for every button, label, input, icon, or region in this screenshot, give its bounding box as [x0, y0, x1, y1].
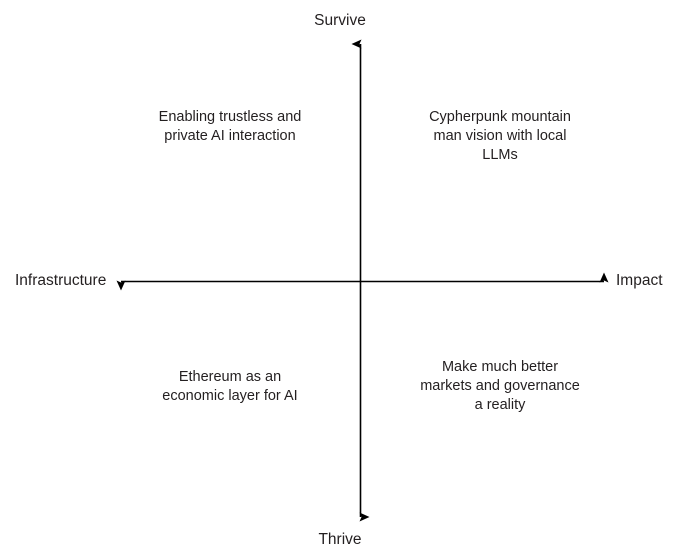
- axis-label-survive: Survive: [314, 12, 366, 29]
- axis-label-impact: Impact: [616, 272, 663, 289]
- axis-label-infrastructure: Infrastructure: [15, 272, 107, 289]
- quadrant-text-top-right: Cypherpunk mountain man vision with loca…: [429, 109, 571, 163]
- quadrant-text-bottom-left: Ethereum as an economic layer for AI: [162, 369, 298, 404]
- quadrant-text-top-left: Enabling trustless and private AI intera…: [158, 109, 302, 144]
- axis-label-thrive: Thrive: [318, 531, 362, 548]
- quadrant-text-bottom-right: Make much better markets and governance …: [420, 359, 580, 413]
